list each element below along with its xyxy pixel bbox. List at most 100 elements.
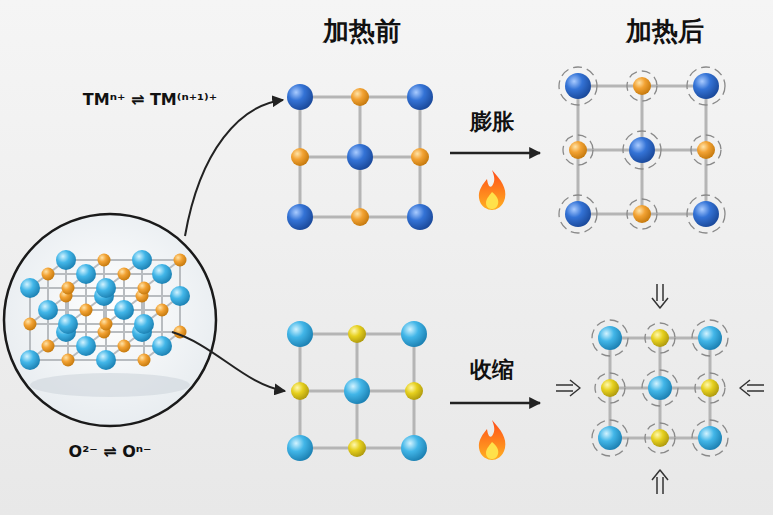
atom-sphere bbox=[134, 314, 154, 334]
atom-sphere bbox=[291, 148, 309, 166]
hollow-arrow bbox=[740, 380, 764, 396]
atom-sphere bbox=[138, 282, 151, 295]
atom-sphere bbox=[38, 300, 58, 320]
vibration-ring bbox=[642, 370, 678, 406]
process-label: 收缩 bbox=[470, 357, 514, 383]
atom-sphere bbox=[401, 435, 427, 461]
hollow-arrow bbox=[652, 284, 668, 308]
flame-outer bbox=[479, 420, 506, 460]
lattice-after-contraction bbox=[592, 320, 728, 456]
atom-sphere bbox=[287, 435, 313, 461]
compression-arrow bbox=[652, 284, 668, 308]
atom-sphere bbox=[565, 201, 591, 227]
magnifier-circle bbox=[4, 214, 216, 426]
atom-sphere bbox=[287, 84, 313, 110]
atom-sphere bbox=[698, 326, 722, 350]
vibration-ring bbox=[627, 71, 657, 101]
atom-sphere bbox=[58, 314, 78, 334]
process-arrow bbox=[450, 152, 540, 155]
flame-inner bbox=[486, 442, 498, 459]
atom-sphere bbox=[20, 350, 40, 370]
vibration-ring bbox=[595, 373, 625, 403]
compression-arrow bbox=[740, 380, 764, 396]
vibration-ring bbox=[645, 323, 675, 353]
atom-sphere bbox=[565, 73, 591, 99]
atom-sphere bbox=[405, 382, 423, 400]
atom-sphere bbox=[291, 382, 309, 400]
vibration-ring bbox=[563, 135, 593, 165]
atom-sphere bbox=[56, 250, 76, 270]
vibration-ring bbox=[695, 373, 725, 403]
vibration-ring bbox=[692, 420, 728, 456]
hollow-arrow bbox=[652, 470, 668, 494]
zoom-arrow bbox=[185, 100, 283, 236]
atom-sphere bbox=[98, 254, 111, 267]
atom-sphere bbox=[100, 318, 113, 331]
atom-sphere bbox=[96, 278, 116, 298]
flame-icon bbox=[479, 420, 506, 460]
atom-sphere bbox=[598, 326, 622, 350]
atom-sphere bbox=[351, 88, 369, 106]
atom-sphere bbox=[651, 429, 669, 447]
atom-sphere bbox=[598, 426, 622, 450]
atom-sphere bbox=[132, 250, 152, 270]
column-heading: 加热后 bbox=[626, 16, 704, 47]
flame-icons bbox=[479, 170, 506, 460]
magnifier bbox=[4, 214, 216, 426]
atom-sphere bbox=[170, 286, 190, 306]
atom-sphere bbox=[651, 329, 669, 347]
vibration-ring bbox=[691, 135, 721, 165]
compression-arrows bbox=[556, 284, 764, 494]
atom-sphere bbox=[174, 254, 187, 267]
atom-sphere bbox=[407, 204, 433, 230]
lattice-before-expansion bbox=[287, 84, 433, 230]
process-arrow bbox=[450, 402, 540, 405]
hollow-arrow bbox=[556, 380, 580, 396]
vibration-ring bbox=[592, 320, 628, 356]
atom-sphere bbox=[701, 379, 719, 397]
atom-sphere bbox=[633, 205, 651, 223]
atom-sphere bbox=[62, 282, 75, 295]
vibration-ring bbox=[645, 423, 675, 453]
atom-sphere bbox=[287, 321, 313, 347]
atom-sphere bbox=[42, 268, 55, 281]
vibration-ring bbox=[687, 67, 725, 105]
atom-sphere bbox=[118, 268, 131, 281]
atom-sphere bbox=[152, 336, 172, 356]
vibration-ring bbox=[623, 131, 661, 169]
flame-inner bbox=[486, 192, 498, 209]
redox-formula: TMⁿ⁺ ⇌ TM⁽ⁿ⁺¹⁾⁺ bbox=[83, 90, 217, 109]
atom-sphere bbox=[401, 321, 427, 347]
atom-sphere bbox=[80, 304, 93, 317]
atom-sphere bbox=[42, 340, 55, 353]
atom-sphere bbox=[348, 439, 366, 457]
atom-sphere bbox=[693, 73, 719, 99]
lattice-shadow bbox=[30, 373, 190, 397]
vibration-ring bbox=[692, 320, 728, 356]
atom-sphere bbox=[24, 318, 37, 331]
atom-sphere bbox=[152, 264, 172, 284]
atom-sphere bbox=[347, 144, 373, 170]
atom-sphere bbox=[20, 278, 40, 298]
atom-sphere bbox=[407, 84, 433, 110]
atom-sphere bbox=[693, 201, 719, 227]
atom-sphere bbox=[648, 376, 672, 400]
compression-arrow bbox=[556, 380, 580, 396]
redox-formula: O²⁻ ⇌ Oⁿ⁻ bbox=[69, 442, 152, 461]
vibration-ring bbox=[627, 199, 657, 229]
flame-outer bbox=[479, 170, 506, 210]
vibration-ring bbox=[687, 195, 725, 233]
atom-sphere bbox=[601, 379, 619, 397]
atom-sphere bbox=[351, 208, 369, 226]
atom-sphere bbox=[633, 77, 651, 95]
atom-sphere bbox=[138, 354, 151, 367]
flame-icon bbox=[479, 170, 506, 210]
column-heading: 加热前 bbox=[323, 16, 401, 47]
atom-sphere bbox=[114, 300, 134, 320]
zoom-arrow bbox=[172, 332, 285, 391]
atom-sphere bbox=[62, 354, 75, 367]
crystal-lattice-3d bbox=[20, 250, 190, 370]
